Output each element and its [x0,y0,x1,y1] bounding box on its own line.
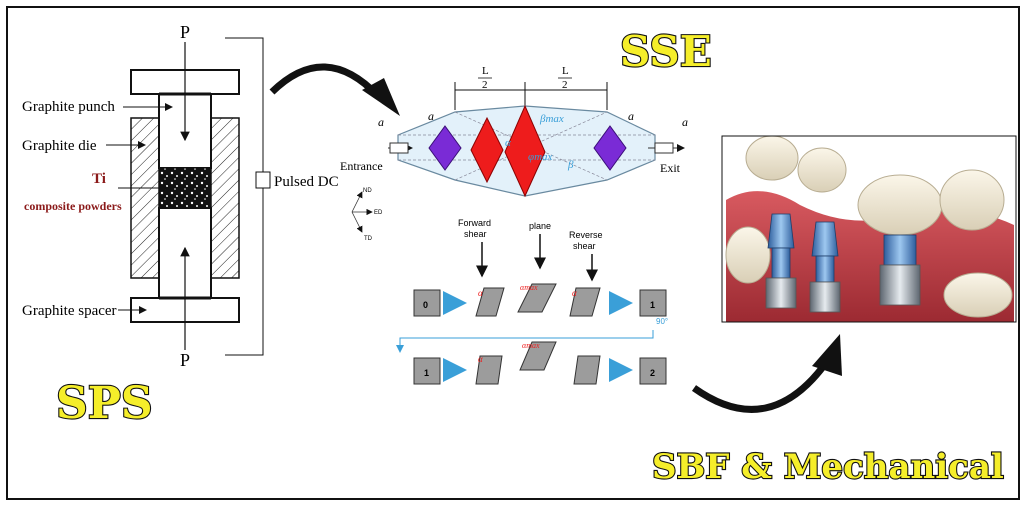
coordinate-axes: ND ED TD [351,188,383,242]
half-length-bottom-2: 2 [562,79,568,91]
red-section-1 [470,116,504,184]
curved-arrow-icon [691,334,842,413]
half-length-top-1: L [482,65,489,77]
half-length-bottom-1: 2 [482,79,488,91]
alpha-step-1b: α [572,288,577,298]
axis-td: TD [364,236,373,242]
purple-section-exit [593,125,627,171]
side-a-right-2: a [682,115,688,129]
side-a-right: a [628,109,634,123]
side-a-left: a [378,115,384,129]
half-length-top-2: L [562,65,569,77]
sps-title: SPS [56,378,153,429]
load-label-top: P [180,22,190,42]
alpha-step-2: α [478,354,483,364]
pulsed-dc-label: Pulsed DC [274,174,339,190]
graphite-die-label: Graphite die [22,138,97,154]
alpha-step-1: α [478,288,483,298]
powders-label: composite powders [24,199,122,213]
phi-max-label: φmax [528,151,553,163]
graphite-die-right [210,117,240,279]
ti-label: Ti [92,171,106,187]
forward-label: Forward [458,218,491,228]
sbf-mechanical-title: SBF & Mechanical [652,447,1004,487]
figure-frame [6,6,1020,500]
graphite-die-left [130,117,160,279]
sse-title: SSE [620,27,712,76]
step-1-row2: 1 [424,368,429,378]
red-section-2 [504,104,546,198]
shear-sequence-row-2: 1 α αmax 2 [413,341,667,385]
sse-diagram: SSE L 2 L 2 Entrance Exit a a a [340,26,713,385]
step-1: 1 [650,300,655,310]
alpha-max-step-1: αmax [520,283,538,292]
side-a-left-2: a [428,109,434,123]
beta-label: β [567,159,574,171]
axis-nd: ND [363,188,372,194]
dc-circuit-line [225,37,264,356]
exit-label: Exit [660,161,681,175]
load-label-bottom: P [180,350,190,370]
graphite-punch-label: Graphite punch [22,99,115,115]
dc-source-symbol [255,171,271,189]
entrance-label: Entrance [340,159,383,173]
reverse-shear-label: shear [573,241,596,251]
graphite-spacer-label: Graphite spacer [22,303,117,319]
axis-ed: ED [374,210,383,216]
step-0: 0 [423,300,428,310]
beta-max-label: βmax [539,113,564,125]
forward-shear-label: shear [464,229,487,239]
sps-diagram: P P Graphite punch Graphite die Ti compo… [22,22,339,430]
shear-sequence-row-1: 0 α αmax α 1 90° [396,283,668,353]
dental-implant-image [721,135,1017,323]
curved-arrow-icon [269,63,400,116]
alpha-label: α [505,137,511,149]
alpha-max-step-2: αmax [522,341,540,350]
step-2: 2 [650,368,655,378]
rotation-label: 90° [656,317,668,326]
reverse-label: Reverse [569,230,603,240]
plane-label: plane [529,221,551,231]
purple-section-entrance [428,125,462,171]
